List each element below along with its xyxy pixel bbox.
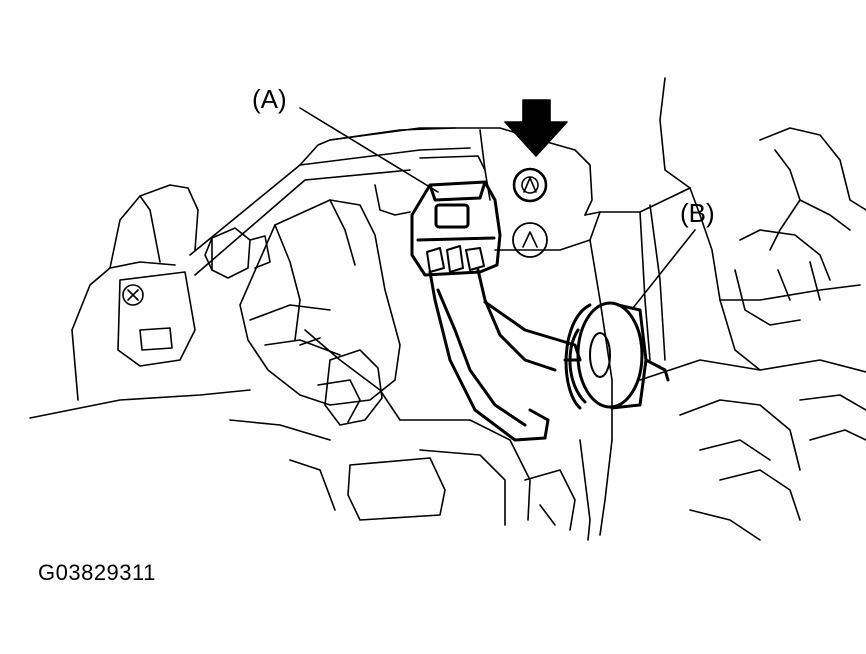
callout-label-b: (B)	[680, 198, 715, 228]
engine-background-outline	[30, 78, 866, 540]
figure-code: G03829311	[38, 560, 156, 585]
leader-lines	[300, 108, 695, 308]
sensor-b	[566, 303, 668, 408]
wire-harness	[430, 270, 580, 440]
sensor-body	[205, 200, 400, 425]
mounting-bolts	[513, 169, 547, 257]
leader-line-a	[300, 108, 438, 192]
leader-line-b	[633, 230, 695, 308]
down-arrow-icon	[505, 100, 567, 156]
connector-a	[412, 182, 500, 275]
callout-label-a: (A)	[252, 84, 287, 114]
